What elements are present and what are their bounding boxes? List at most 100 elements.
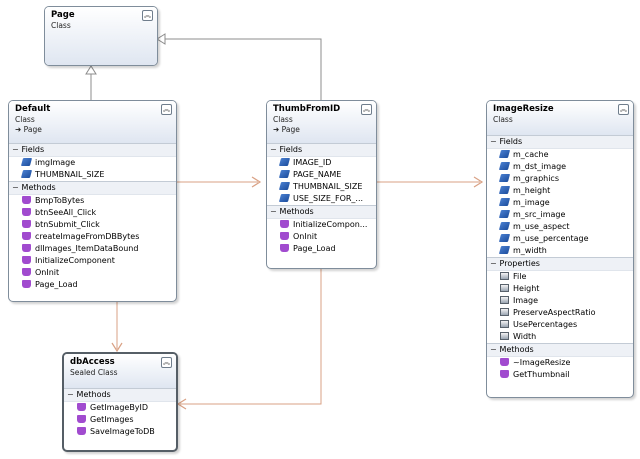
member-method[interactable]: ~ImageResize [487,357,633,369]
member-method[interactable]: createImageFromDBBytes [9,231,176,243]
class-imageresize-header: ImageResize Class ︽ [487,101,633,135]
association-thumb-db [180,268,322,405]
collapse-minus-icon[interactable]: − [12,145,19,154]
collapse-minus-icon[interactable]: − [490,259,497,268]
member-method[interactable]: GetThumbnail [487,369,633,381]
property-icon [500,308,509,316]
fields-list: IMAGE_ID PAGE_NAME THUMBNAIL_SIZE USE_SI… [267,157,376,205]
member-method[interactable]: Page_Load [267,243,376,255]
collapse-minus-icon[interactable]: − [270,207,277,216]
section-methods[interactable]: − Methods [9,181,176,195]
member-property[interactable]: File [487,271,633,283]
collapse-minus-icon[interactable]: − [490,345,497,354]
collapse-minus-icon[interactable]: − [67,390,74,399]
collapse-minus-icon[interactable]: − [12,183,19,192]
method-icon [22,268,31,276]
association-arrowhead-2 [473,176,484,188]
member-method[interactable]: GetImages [64,414,176,426]
class-dbaccess-header: dbAccess Sealed Class ︽ [64,354,176,388]
member-property[interactable]: Width [487,331,633,343]
inherit-arrow-icon: ➜ [273,125,282,134]
member-property[interactable]: Image [487,295,633,307]
field-icon [498,174,511,182]
member-method[interactable]: SaveImageToDB [64,426,176,438]
member-method[interactable]: dlImages_ItemDataBound [9,243,176,255]
field-icon [278,158,291,166]
field-icon [498,210,511,218]
member-method[interactable]: BmpToBytes [9,195,176,207]
field-icon [498,186,511,194]
section-methods[interactable]: − Methods [487,343,633,357]
member-method[interactable]: InitializeComponent [9,255,176,267]
member-field[interactable]: m_use_aspect [487,221,633,233]
member-method[interactable]: btnSubmit_Click [9,219,176,231]
method-icon [22,232,31,240]
method-icon [500,370,509,378]
section-fields[interactable]: − Fields [9,143,176,157]
member-property[interactable]: Height [487,283,633,295]
section-fields[interactable]: − Fields [267,143,376,157]
member-property[interactable]: UsePercentages [487,319,633,331]
chevron-double-up-icon[interactable]: ︽ [618,104,629,115]
member-field[interactable]: m_image [487,197,633,209]
member-method[interactable]: OnInit [9,267,176,279]
collapse-minus-icon[interactable]: − [490,137,497,146]
field-icon [498,234,511,242]
class-type: Class [493,115,513,124]
class-type: Class [15,115,35,124]
properties-list: File Height Image PreserveAspectRatio Us… [487,271,633,343]
member-field[interactable]: m_height [487,185,633,197]
section-methods[interactable]: − Methods [64,388,176,402]
chevron-double-up-icon[interactable]: ︽ [161,357,172,368]
member-field[interactable]: m_dst_image [487,161,633,173]
base-class: ➜ Page [15,125,42,134]
association-arrowhead-1 [251,176,262,188]
class-imageresize[interactable]: ImageResize Class ︽ − Fields m_cache m_d… [486,100,634,398]
class-default[interactable]: Default Class ➜ Page ︽ − Fields imgImage… [8,100,177,302]
inheritance-thumb-page [165,38,322,100]
method-icon [280,244,289,252]
field-icon [20,170,33,178]
section-methods[interactable]: − Methods [267,205,376,219]
member-method[interactable]: btnSeeAll_Click [9,207,176,219]
inheritance-arrowhead-default [85,65,97,75]
member-field[interactable]: m_width [487,245,633,257]
class-dbaccess[interactable]: dbAccess Sealed Class ︽ − Methods GetIma… [62,352,178,452]
class-page[interactable]: Page Class ︽ [44,6,158,66]
member-field[interactable]: USE_SIZE_FOR_... [267,193,376,205]
property-icon [500,332,509,340]
section-properties[interactable]: − Properties [487,257,633,271]
member-field[interactable]: THUMBNAIL_SIZE [9,169,176,181]
member-field[interactable]: IMAGE_ID [267,157,376,169]
member-property[interactable]: PreserveAspectRatio [487,307,633,319]
member-method[interactable]: OnInit [267,231,376,243]
methods-list: InitializeCompon... OnInit Page_Load [267,219,376,255]
field-icon [278,170,291,178]
chevron-double-up-icon[interactable]: ︽ [142,10,153,21]
member-method[interactable]: InitializeCompon... [267,219,376,231]
member-method[interactable]: GetImageByID [64,402,176,414]
member-field[interactable]: imgImage [9,157,176,169]
property-icon [500,296,509,304]
method-icon [22,208,31,216]
section-fields[interactable]: − Fields [487,135,633,149]
class-thumbfromid-header: ThumbFromID Class ➜ Page ︽ [267,101,376,143]
member-field[interactable]: m_src_image [487,209,633,221]
chevron-double-up-icon[interactable]: ︽ [361,104,372,115]
member-field[interactable]: PAGE_NAME [267,169,376,181]
class-default-header: Default Class ➜ Page ︽ [9,101,176,143]
method-icon [22,256,31,264]
member-field[interactable]: m_cache [487,149,633,161]
chevron-double-up-icon[interactable]: ︽ [161,104,172,115]
methods-list: GetImageByID GetImages SaveImageToDB [64,402,176,438]
member-method[interactable]: Page_Load [9,279,176,291]
field-icon [498,150,511,158]
property-icon [500,272,509,280]
member-field[interactable]: m_use_percentage [487,233,633,245]
member-field[interactable]: m_graphics [487,173,633,185]
class-thumbfromid[interactable]: ThumbFromID Class ➜ Page ︽ − Fields IMAG… [266,100,377,269]
class-page-header: Page Class ︽ [45,7,157,65]
collapse-minus-icon[interactable]: − [270,145,277,154]
member-field[interactable]: THUMBNAIL_SIZE [267,181,376,193]
